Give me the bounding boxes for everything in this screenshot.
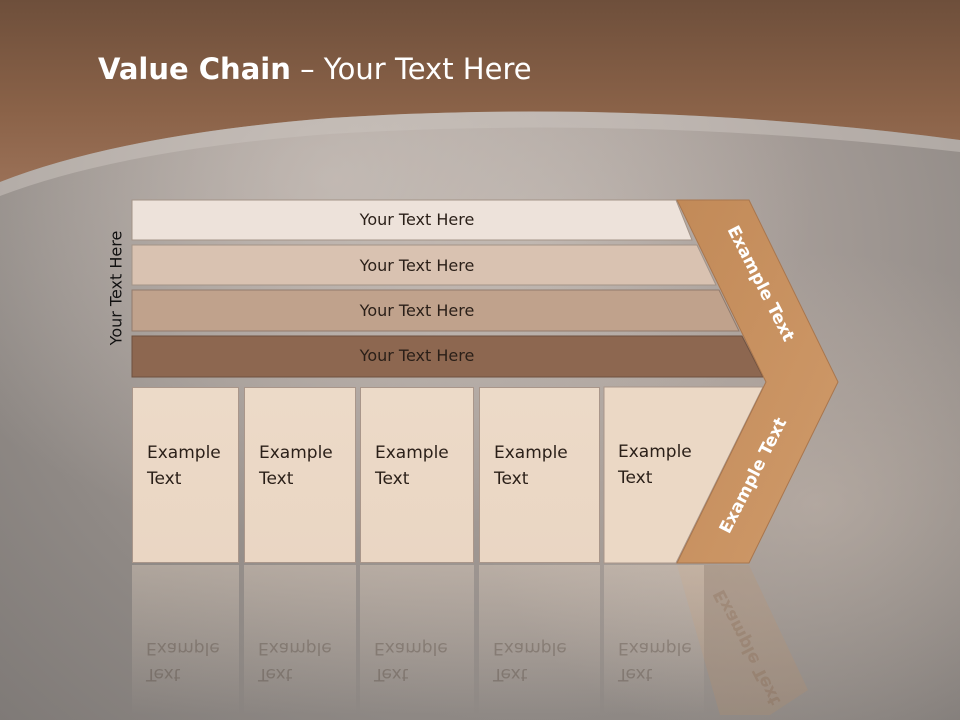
header-arc xyxy=(0,111,960,196)
title-bold: Value Chain xyxy=(98,52,291,86)
column-4-line1: Example xyxy=(494,443,568,463)
column-5-shape xyxy=(603,386,764,564)
bar-2-shape xyxy=(131,244,717,286)
column-4-reflection: Text Example xyxy=(479,565,600,715)
title-rest: – Your Text Here xyxy=(290,52,532,86)
column-1-line1: Example xyxy=(147,443,221,463)
column-1-line2: Text xyxy=(147,469,182,489)
column-4-line2: Text xyxy=(494,469,529,489)
column-3-line2: Text xyxy=(375,469,410,489)
column-2-reflection-line2: Text xyxy=(258,664,293,684)
bar-3-shape xyxy=(131,289,740,332)
column-3-reflection: Text Example xyxy=(360,565,474,715)
column-2-reflection-line1: Example xyxy=(258,638,332,658)
column-5-reflection-line2: Text xyxy=(618,664,653,684)
column-5-reflection-line1: Example xyxy=(618,638,692,658)
page-title: Value Chain – Your Text Here xyxy=(98,52,532,86)
chevron-shape xyxy=(676,199,839,564)
column-4-reflection-line1: Example xyxy=(493,638,567,658)
chevron-reflection xyxy=(677,565,808,715)
column-3-reflection-line2: Text xyxy=(374,664,409,684)
column-1-reflection-line1: Example xyxy=(146,638,220,658)
column-5-reflection: Text Example xyxy=(604,565,704,715)
column-2-line2: Text xyxy=(259,469,294,489)
column-2-line1: Example xyxy=(259,443,333,463)
bar-3-label: Your Text Here xyxy=(359,301,475,320)
header-band xyxy=(0,0,960,182)
column-3-line1: Example xyxy=(375,443,449,463)
bar-1-shape xyxy=(131,199,693,241)
column-1-reflection-line2: Text xyxy=(146,664,181,684)
column-5-line1: Example xyxy=(618,442,692,462)
column-5-line2: Text xyxy=(618,468,653,488)
column-2-reflection: Text Example xyxy=(244,565,356,715)
column-1-reflection: Text Example xyxy=(132,565,239,715)
bar-1-label: Your Text Here xyxy=(359,210,475,229)
column-3-reflection-line1: Example xyxy=(374,638,448,658)
bar-2-label: Your Text Here xyxy=(359,256,475,275)
column-4-reflection-line2: Text xyxy=(493,664,528,684)
bar-4-label: Your Text Here xyxy=(359,346,475,365)
